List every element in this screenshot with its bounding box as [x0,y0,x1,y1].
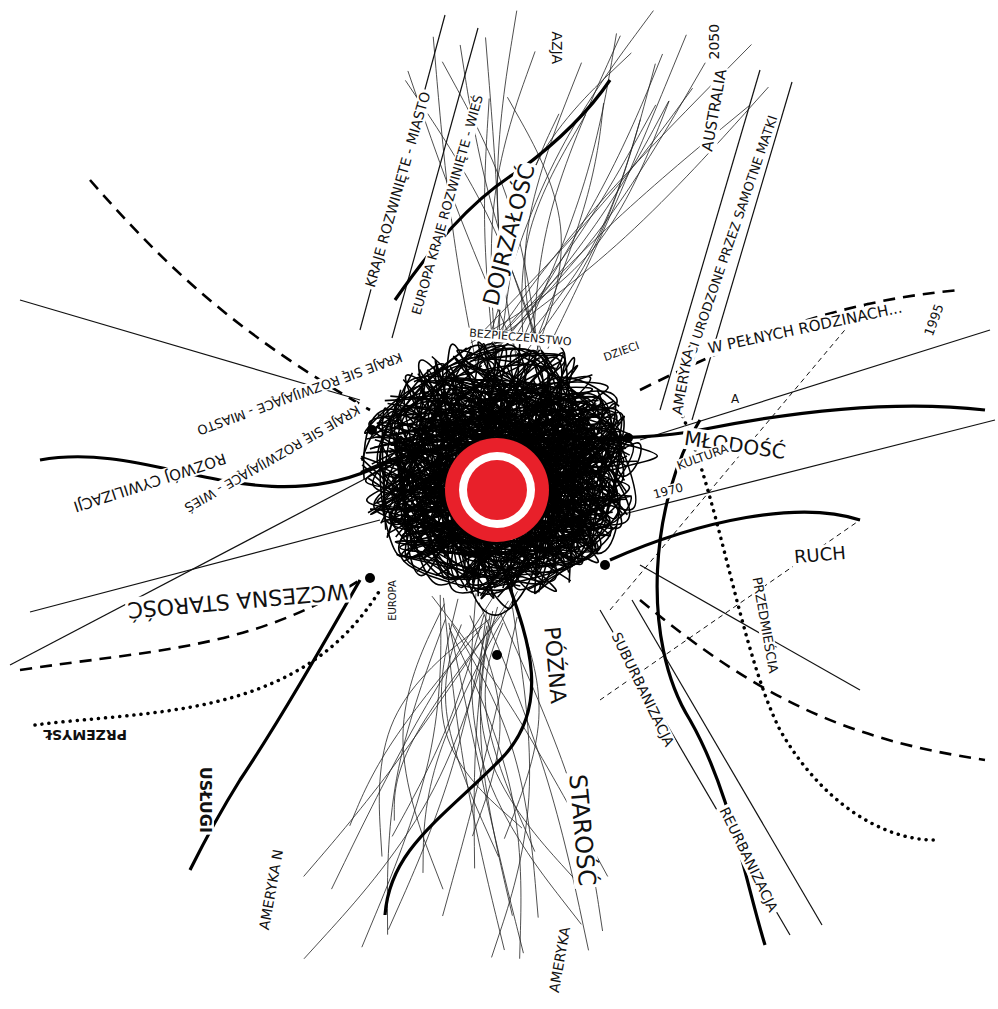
map-label: AZJA [548,30,563,67]
map-label: A [729,393,741,406]
map-label: STAROŚĆ [564,771,600,889]
map-label: WCZESNA STAROŚĆ [125,578,351,622]
map-label: KRAJE SIĘ ROZWIJAJĄCE - MIASTO [194,348,407,437]
map-label: PRZEMYSŁ [41,727,129,742]
map-label: EUROPA [386,578,397,623]
map-label: 2050 [707,22,722,62]
map-label: AMERYKA N [257,847,287,934]
map-label: AUSTRALIA [699,66,730,155]
map-label: DOJRZAŁOŚĆ [479,160,541,310]
map-label: REURBANIZACJA [715,803,781,916]
map-label: 1995 [922,300,948,340]
map-label: SUBURBANIZACJA [607,629,677,751]
map-label: AMERYKA [669,346,696,418]
map-label: PÓŹNA [539,624,570,707]
map-label: DZIECI [601,339,644,364]
map-label: AMERYKA [546,924,573,996]
map-label: W PEŁNYCH RODZINACH... [704,299,905,357]
map-label: USŁUGI [196,765,214,835]
map-label: RUCH [791,543,848,568]
